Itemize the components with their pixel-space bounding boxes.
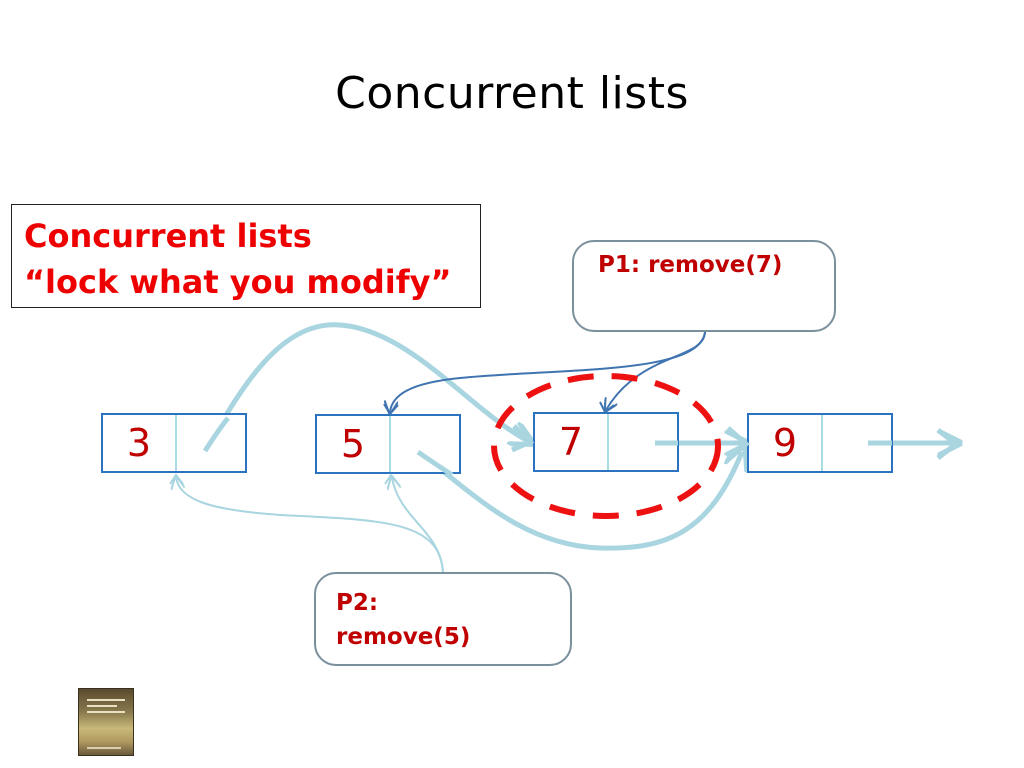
p2-callout-line-1: P2:: [336, 590, 379, 616]
note-line-1: Concurrent lists: [24, 217, 312, 255]
lock-ellipse: [491, 373, 721, 519]
book-cover-line: [87, 705, 117, 707]
node-divider: [389, 416, 391, 472]
list-node-5: 5: [315, 414, 461, 474]
pointer-3-to-7: [202, 322, 528, 453]
node-value: 9: [772, 421, 798, 465]
pointer-5-to-9: [416, 452, 742, 551]
p2-arrow-to-node-3: [176, 478, 444, 573]
book-cover-line: [87, 699, 125, 701]
slide-title: Concurrent lists: [335, 68, 689, 119]
list-node-7: 7: [533, 412, 679, 472]
book-cover-line: [87, 747, 121, 749]
book-cover-line: [87, 711, 125, 713]
note-box: Concurrent lists “lock what you modify”: [11, 204, 481, 308]
p1-arrow-to-node-7: [606, 331, 706, 410]
book-cover-logo: [78, 688, 134, 756]
node-value: 7: [558, 420, 584, 464]
node-divider: [607, 414, 609, 470]
node-value: 3: [126, 421, 152, 465]
list-node-9: 9: [747, 413, 893, 473]
p2-callout-line-2: remove(5): [336, 624, 471, 650]
note-line-2: “lock what you modify”: [24, 263, 452, 301]
node-divider: [821, 415, 823, 471]
node-value: 5: [340, 422, 366, 466]
p2-arrow-to-node-5: [392, 478, 444, 573]
p2-callout: P2: remove(5): [314, 572, 572, 666]
p1-callout-text: P1: remove(7): [598, 252, 783, 278]
p1-callout: P1: remove(7): [572, 240, 836, 332]
node-divider: [175, 415, 177, 471]
list-node-3: 3: [101, 413, 247, 473]
